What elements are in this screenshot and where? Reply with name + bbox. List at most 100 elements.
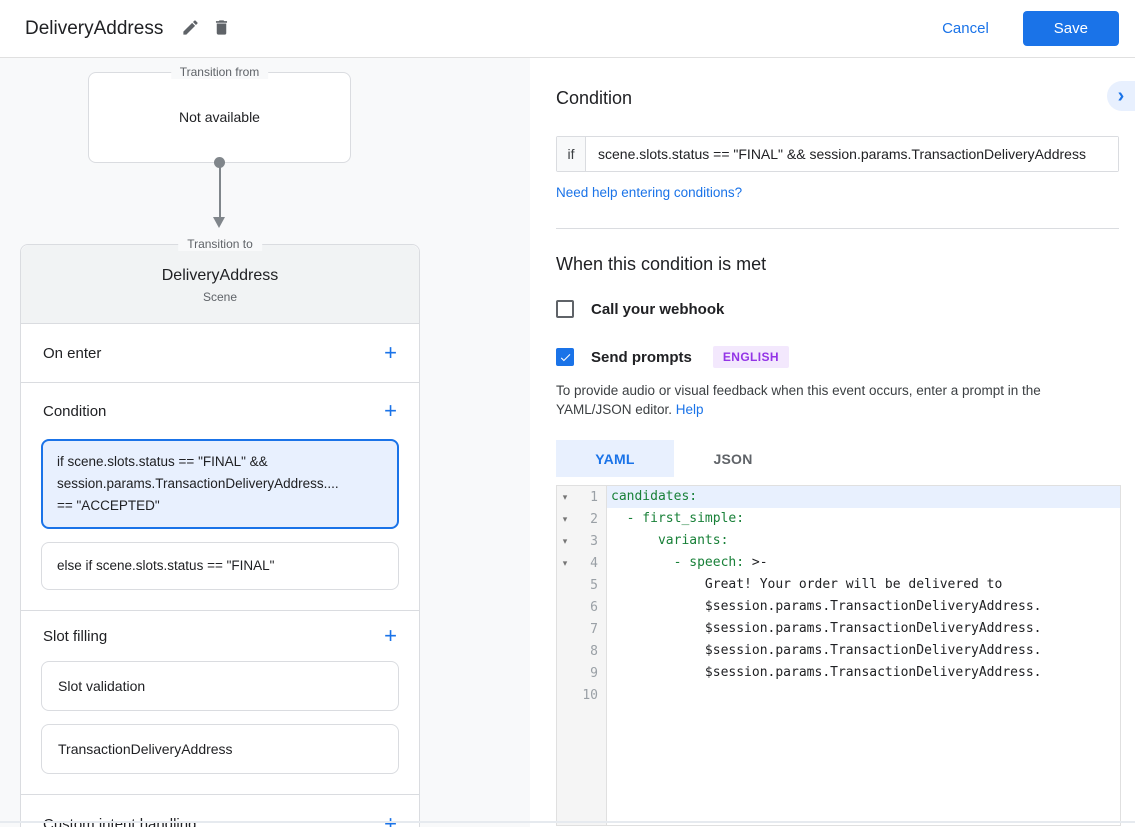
collapse-panel-button[interactable]: › <box>1107 81 1135 111</box>
code-line: - speech: >- <box>607 552 1120 574</box>
condition-chip-selected[interactable]: if scene.slots.status == "FINAL" && sess… <box>41 439 399 529</box>
editor-line: 10 <box>557 684 1120 706</box>
yaml-text: $session.params.TransactionDeliveryAddre… <box>611 599 1041 614</box>
fold-arrow-icon[interactable]: ▾ <box>557 514 573 525</box>
editor-format-tabs: YAML JSON <box>556 440 1119 477</box>
add-condition-button[interactable]: + <box>384 401 397 421</box>
gutter-cell: 7 <box>557 618 607 640</box>
edit-title-button[interactable] <box>175 12 206 46</box>
transition-to-label: Transition to <box>178 237 262 251</box>
condition-chip-list: if scene.slots.status == "FINAL" && sess… <box>21 439 419 610</box>
editor-line: 6 $session.params.TransactionDeliveryAdd… <box>557 596 1120 618</box>
editor-body: Transition from Not available Transition… <box>0 58 1135 827</box>
divider <box>556 228 1119 229</box>
arrow-head-icon <box>213 217 225 228</box>
bottom-scroll-track <box>0 821 1135 823</box>
scene-card-header: DeliveryAddress Scene <box>21 245 419 324</box>
if-prefix-label: if <box>557 137 586 171</box>
code-line: - first_simple: <box>607 508 1120 530</box>
gutter-cell: ▾ 2 <box>557 508 607 530</box>
editor-line: 8 $session.params.TransactionDeliveryAdd… <box>557 640 1120 662</box>
yaml-key: - speech: <box>611 555 744 570</box>
editor-line: ▾ 4 - speech: >- <box>557 552 1120 574</box>
gutter-cell: 6 <box>557 596 607 618</box>
transition-from-value: Not available <box>89 109 350 125</box>
transition-from-box: Transition from Not available <box>88 72 351 163</box>
send-prompts-checkbox[interactable] <box>556 348 574 366</box>
webhook-option-row: Call your webhook <box>556 300 1119 318</box>
cancel-button[interactable]: Cancel <box>942 20 989 37</box>
yaml-text: $session.params.TransactionDeliveryAddre… <box>611 621 1041 636</box>
gutter-cell: 10 <box>557 684 607 706</box>
add-on-enter-button[interactable]: + <box>384 343 397 363</box>
gutter-cell: 8 <box>557 640 607 662</box>
code-line: $session.params.TransactionDeliveryAddre… <box>607 662 1120 684</box>
yaml-code-editor[interactable]: ▾ 1 candidates: ▾ 2 - first_simple: <box>556 485 1121 826</box>
line-number: 7 <box>573 622 607 637</box>
fold-arrow-icon[interactable]: ▾ <box>557 492 573 503</box>
scene-card: Transition to DeliveryAddress Scene On e… <box>20 244 420 827</box>
yaml-key: variants: <box>611 533 728 548</box>
editor-line: ▾ 2 - first_simple: <box>557 508 1120 530</box>
prompts-help-link[interactable]: Help <box>676 402 704 417</box>
pencil-icon <box>181 18 200 40</box>
code-line <box>607 684 1120 706</box>
editor-line: 5 Great! Your order will be delivered to <box>557 574 1120 596</box>
app-bar: DeliveryAddress Cancel Save <box>0 0 1135 58</box>
webhook-label: Call your webhook <box>591 301 724 318</box>
trash-icon <box>212 18 231 40</box>
on-enter-label: On enter <box>43 345 101 362</box>
code-line: $session.params.TransactionDeliveryAddre… <box>607 596 1120 618</box>
webhook-checkbox[interactable] <box>556 300 574 318</box>
prompts-description: To provide audio or visual feedback when… <box>556 381 1119 419</box>
chevron-right-icon: › <box>1118 85 1125 107</box>
gutter-cell: ▾ 3 <box>557 530 607 552</box>
delete-scene-button[interactable] <box>206 12 237 46</box>
condition-detail-pane: Condition › if Need help entering condit… <box>530 58 1135 827</box>
scene-type-label: Scene <box>21 290 419 304</box>
fold-arrow-icon[interactable]: ▾ <box>557 536 573 547</box>
line-number: 3 <box>573 534 607 549</box>
editor-line: ▾ 3 variants: <box>557 530 1120 552</box>
yaml-text: >- <box>744 555 767 570</box>
add-slot-button[interactable]: + <box>384 626 397 646</box>
line-number: 2 <box>573 512 607 527</box>
gutter-cell: ▾ 1 <box>557 486 607 508</box>
yaml-text: $session.params.TransactionDeliveryAddre… <box>611 665 1041 680</box>
yaml-key: candidates: <box>611 489 697 504</box>
line-number: 4 <box>573 556 607 571</box>
yaml-text: $session.params.TransactionDeliveryAddre… <box>611 643 1041 658</box>
code-line: variants: <box>607 530 1120 552</box>
code-line: Great! Your order will be delivered to <box>607 574 1120 596</box>
on-enter-row: On enter + <box>21 324 419 382</box>
gutter-cell: 5 <box>557 574 607 596</box>
slot-validation-chip[interactable]: Slot validation <box>41 661 399 711</box>
conditions-help-link[interactable]: Need help entering conditions? <box>556 185 742 200</box>
page-title: DeliveryAddress <box>25 18 163 40</box>
tab-yaml[interactable]: YAML <box>556 440 674 477</box>
code-line: $session.params.TransactionDeliveryAddre… <box>607 640 1120 662</box>
condition-chip[interactable]: else if scene.slots.status == "FINAL" <box>41 542 399 590</box>
transition-from-label: Transition from <box>171 65 269 79</box>
line-number: 9 <box>573 666 607 681</box>
slot-chip[interactable]: TransactionDeliveryAddress <box>41 724 399 774</box>
app-bar-actions: Cancel Save <box>942 11 1135 46</box>
when-met-heading: When this condition is met <box>556 254 1119 275</box>
code-line: $session.params.TransactionDeliveryAddre… <box>607 618 1120 640</box>
yaml-key: - first_simple: <box>611 511 744 526</box>
editor-line: 7 $session.params.TransactionDeliveryAdd… <box>557 618 1120 640</box>
line-number: 8 <box>573 644 607 659</box>
editor-line: ▾ 1 candidates: <box>557 486 1120 508</box>
tab-json[interactable]: JSON <box>674 440 792 477</box>
fold-arrow-icon[interactable]: ▾ <box>557 558 573 569</box>
gutter-cell: ▾ 4 <box>557 552 607 574</box>
slot-chip-list: Slot validation TransactionDeliveryAddre… <box>21 661 419 794</box>
scene-name: DeliveryAddress <box>21 267 419 285</box>
line-number: 5 <box>573 578 607 593</box>
condition-expression-input[interactable] <box>586 137 1118 171</box>
when-met-section: When this condition is met Call your web… <box>530 229 1135 826</box>
language-badge: ENGLISH <box>713 346 789 368</box>
line-number: 1 <box>573 490 607 505</box>
save-button[interactable]: Save <box>1023 11 1119 46</box>
